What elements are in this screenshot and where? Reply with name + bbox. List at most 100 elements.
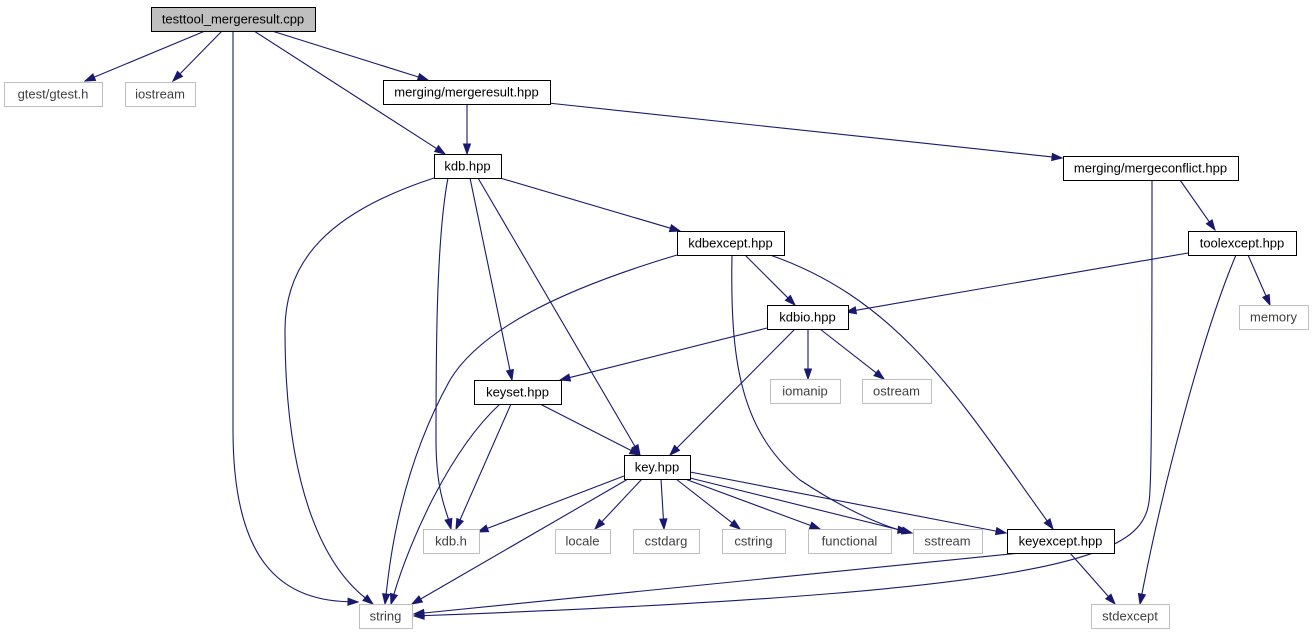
node-box bbox=[913, 529, 983, 554]
edge-root-to-string bbox=[232, 31, 360, 606]
edge-line bbox=[676, 328, 796, 449]
edge-key-to-string bbox=[410, 478, 629, 605]
edge-key-to-sstream bbox=[689, 477, 914, 535]
arrowhead-icon bbox=[808, 521, 822, 530]
edge-keyexcept-to-stdexcept bbox=[1069, 552, 1117, 606]
edge-line bbox=[94, 30, 206, 78]
node-label: merging/mergeresult.hpp bbox=[394, 85, 539, 100]
edge-line bbox=[423, 179, 1153, 617]
node-label: iostream bbox=[135, 87, 185, 102]
edge-root-to-kdbhpp bbox=[253, 30, 447, 155]
node-keyset[interactable]: keyset.hpp bbox=[474, 380, 562, 405]
edge-line bbox=[819, 328, 877, 374]
arrowhead-icon bbox=[416, 72, 430, 81]
node-iomanip: iomanip bbox=[770, 379, 841, 404]
node-box bbox=[555, 529, 611, 554]
arrowhead-icon bbox=[1137, 592, 1147, 606]
node-root[interactable]: testtool_mergeresult.cpp bbox=[151, 7, 316, 32]
node-label: memory bbox=[1250, 310, 1297, 325]
node-box bbox=[125, 82, 196, 107]
edge-line bbox=[689, 477, 903, 532]
node-keyexcept[interactable]: keyexcept.hpp bbox=[1007, 529, 1115, 554]
node-kdbio[interactable]: kdbio.hpp bbox=[767, 305, 849, 330]
node-label: locale bbox=[566, 534, 600, 549]
arrowhead-icon bbox=[784, 294, 797, 307]
node-kdbhpp[interactable]: kdb.hpp bbox=[434, 154, 502, 179]
node-label: gtest/gtest.h bbox=[18, 87, 89, 102]
node-box bbox=[359, 604, 413, 629]
edge-line bbox=[435, 177, 449, 520]
edge-kdbexcept-to-keyexcept bbox=[769, 254, 1054, 531]
node-cstdarg: cstdarg bbox=[633, 529, 700, 554]
edge-mergeresult-to-kdbhpp bbox=[462, 104, 472, 156]
node-box bbox=[1091, 604, 1170, 629]
edge-toolexcept-to-memory bbox=[1247, 254, 1271, 307]
edge-line bbox=[253, 30, 437, 150]
arrowhead-icon bbox=[171, 70, 184, 83]
node-label: kdb.h bbox=[435, 534, 467, 549]
arrowhead-icon bbox=[729, 519, 742, 530]
node-kdbexcept[interactable]: kdbexcept.hpp bbox=[677, 231, 785, 256]
node-sstream: sstream bbox=[913, 529, 983, 554]
edge-line bbox=[769, 254, 1048, 522]
arrowhead-icon bbox=[994, 526, 1008, 536]
arrowhead-icon bbox=[347, 597, 360, 606]
edge-key-to-kdbh bbox=[476, 475, 625, 533]
node-functional: functional bbox=[808, 529, 892, 554]
arrowhead-icon bbox=[1261, 293, 1271, 307]
node-mergeconflict[interactable]: merging/mergeconflict.hpp bbox=[1063, 156, 1239, 181]
arrowhead-icon bbox=[382, 593, 391, 606]
node-box bbox=[1007, 529, 1115, 554]
edge-keyset-to-kdbh bbox=[455, 403, 512, 531]
edge-line bbox=[499, 177, 671, 229]
edge-layer bbox=[83, 30, 1271, 620]
arrowhead-icon bbox=[873, 369, 886, 380]
arrowhead-icon bbox=[1043, 518, 1054, 531]
edge-kdbhpp-to-keyset bbox=[469, 177, 514, 382]
edge-line bbox=[675, 478, 733, 524]
node-label: key.hpp bbox=[635, 460, 680, 475]
edge-key-to-keyexcept bbox=[689, 471, 1008, 536]
edge-line bbox=[1247, 254, 1267, 297]
arrowhead-icon bbox=[362, 594, 375, 605]
edge-line bbox=[539, 403, 632, 451]
node-box bbox=[633, 529, 700, 554]
node-box bbox=[4, 82, 103, 107]
edge-line bbox=[284, 177, 435, 599]
edge-line bbox=[689, 471, 997, 532]
edge-kdbhpp-to-string bbox=[284, 177, 435, 605]
node-box bbox=[423, 529, 480, 554]
edge-line bbox=[731, 254, 899, 531]
node-string: string bbox=[359, 604, 413, 629]
edge-kdbhpp-to-kdbexcept bbox=[499, 177, 682, 233]
edge-line bbox=[487, 475, 625, 529]
edge-line bbox=[855, 252, 1189, 311]
edge-key-to-locale bbox=[593, 478, 643, 531]
node-label: iomanip bbox=[782, 384, 828, 399]
node-box bbox=[770, 379, 841, 404]
node-box bbox=[767, 305, 849, 330]
edge-line bbox=[423, 552, 1021, 614]
edge-root-to-mergeresult bbox=[271, 30, 430, 81]
node-label: kdbio.hpp bbox=[779, 310, 835, 325]
node-label: ostream bbox=[873, 384, 920, 399]
edge-line bbox=[569, 327, 768, 379]
edge-keyexcept-to-string bbox=[412, 552, 1021, 618]
arrowhead-icon bbox=[1104, 593, 1117, 606]
edge-line bbox=[547, 102, 1053, 158]
edge-line bbox=[601, 478, 643, 523]
node-label: merging/mergeconflict.hpp bbox=[1074, 161, 1227, 176]
edge-line bbox=[271, 30, 419, 78]
arrowhead-icon bbox=[803, 368, 813, 381]
node-toolexcept[interactable]: toolexcept.hpp bbox=[1188, 231, 1297, 256]
node-box bbox=[624, 455, 691, 480]
edge-line bbox=[459, 403, 512, 521]
node-box bbox=[677, 231, 785, 256]
node-mergeresult[interactable]: merging/mergeresult.hpp bbox=[383, 80, 551, 105]
edge-line bbox=[385, 254, 678, 595]
node-gtest: gtest/gtest.h bbox=[4, 82, 103, 107]
arrowhead-icon bbox=[410, 595, 424, 605]
node-iostream: iostream bbox=[125, 82, 196, 107]
node-label: cstdarg bbox=[645, 534, 688, 549]
node-key[interactable]: key.hpp bbox=[624, 455, 691, 480]
